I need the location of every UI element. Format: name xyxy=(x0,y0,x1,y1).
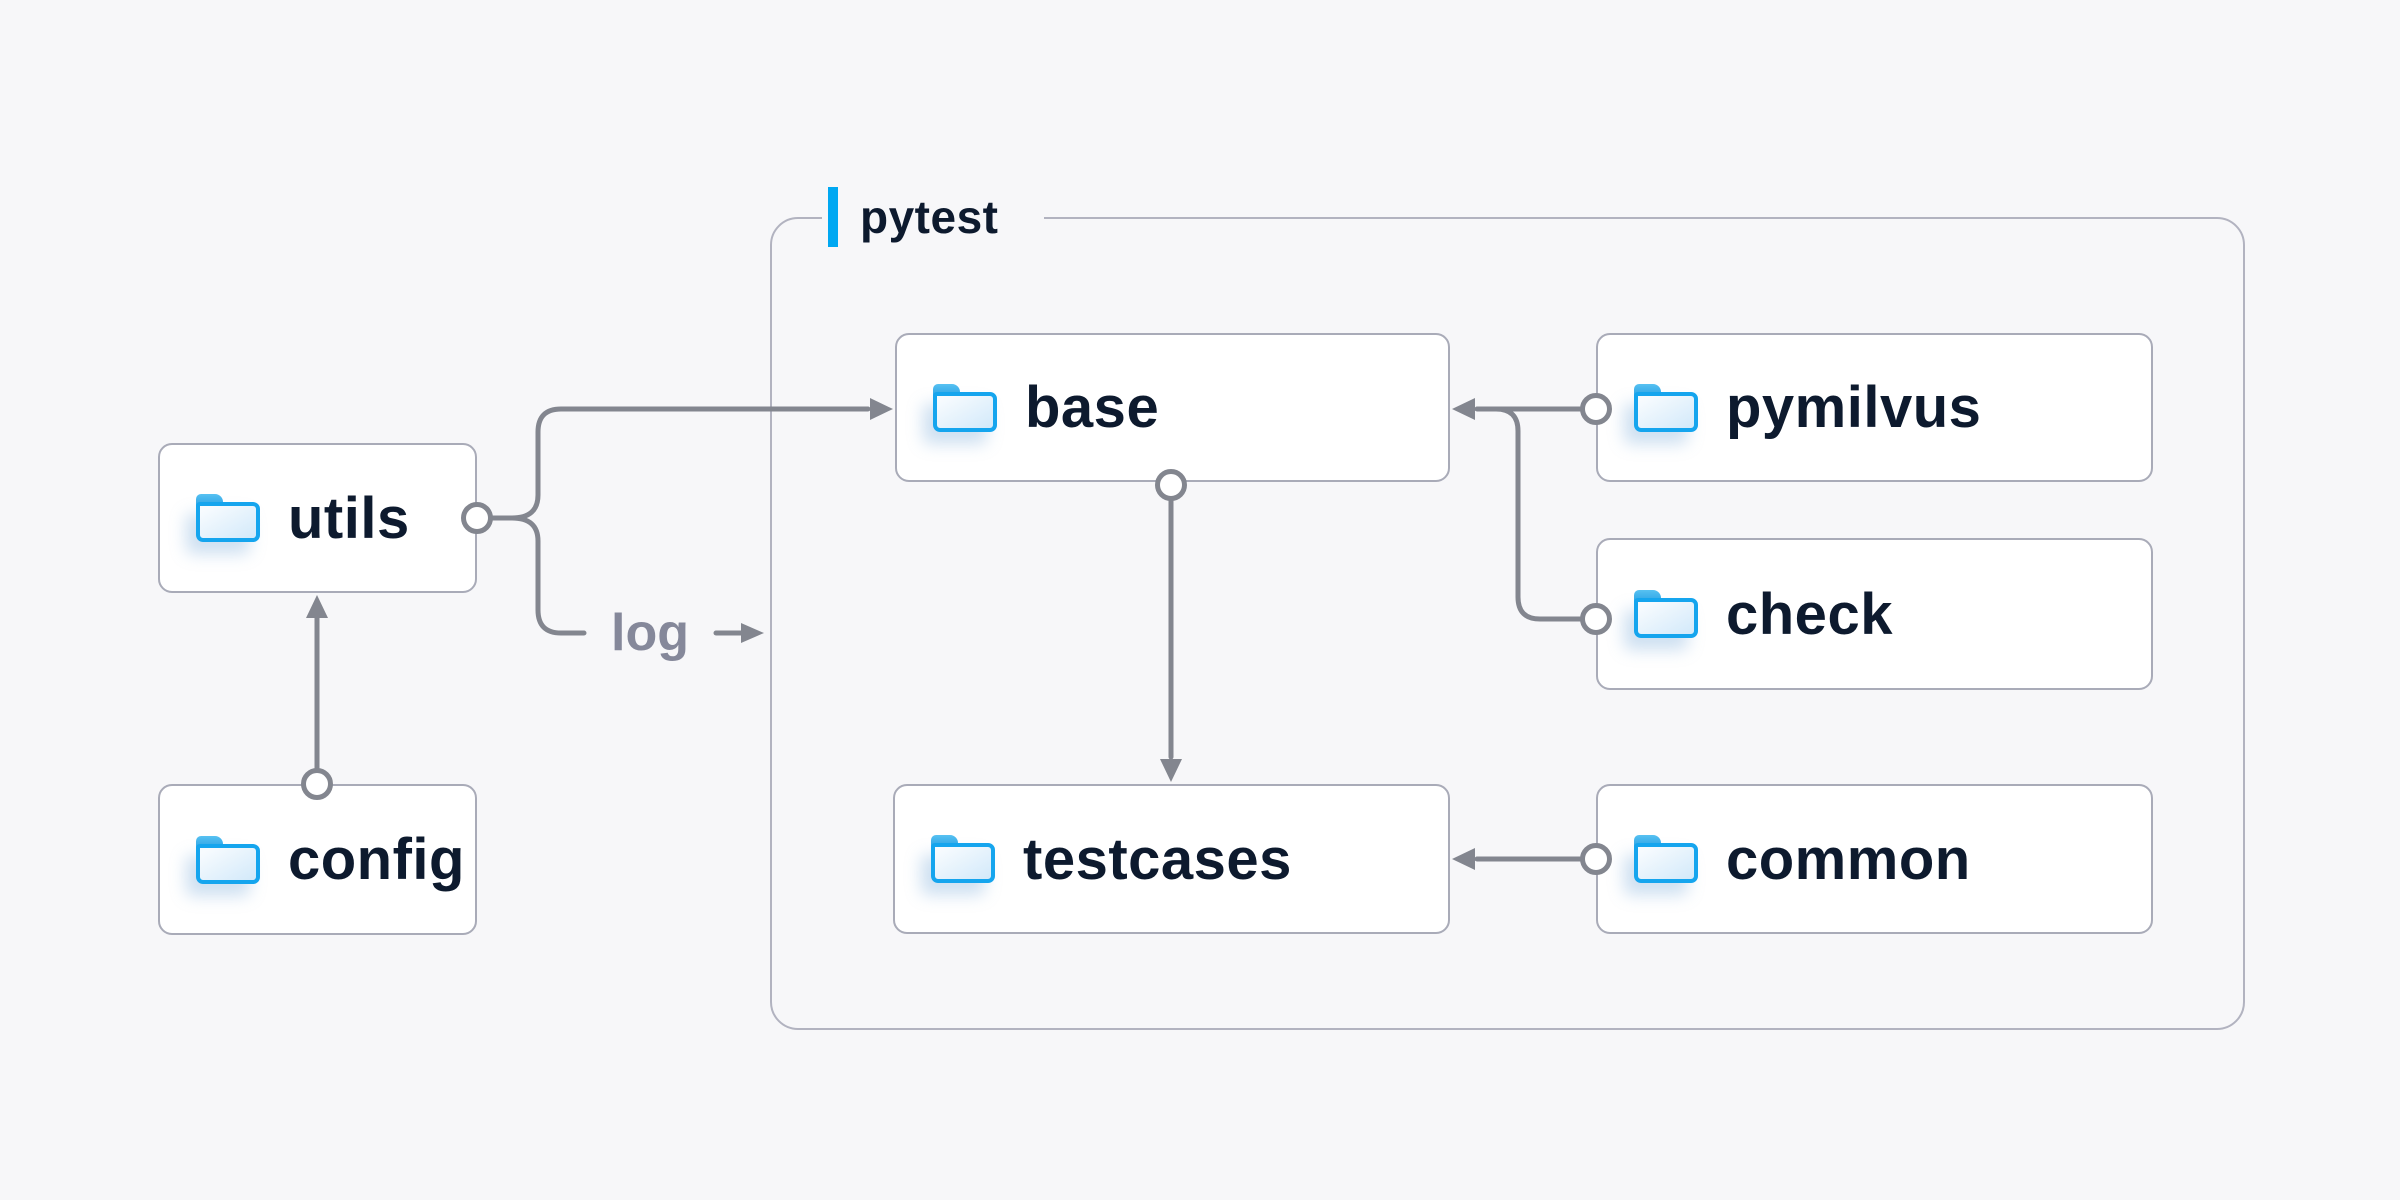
group-accent-bar xyxy=(828,187,838,247)
node-label: base xyxy=(1025,375,1160,440)
node-label: common xyxy=(1726,826,1971,892)
node-utils: utils xyxy=(158,443,477,593)
folder-icon xyxy=(1634,590,1698,638)
arrowhead-into-utils xyxy=(306,595,328,618)
node-pymilvus: pymilvus xyxy=(1596,333,2153,482)
folder-icon xyxy=(196,494,260,542)
node-label: check xyxy=(1726,581,1893,647)
folder-icon xyxy=(196,835,260,884)
node-testcases: testcases xyxy=(893,784,1450,934)
node-label: utils xyxy=(288,485,410,551)
node-config: config xyxy=(158,784,477,935)
pytest-group-label: pytest xyxy=(822,187,1045,247)
folder-icon xyxy=(931,835,995,883)
edge-label-log: log xyxy=(611,604,689,662)
folder-icon xyxy=(1634,835,1698,883)
pytest-group-container xyxy=(770,217,2245,1030)
node-label: config xyxy=(288,827,465,892)
node-label: pymilvus xyxy=(1726,375,1982,440)
folder-icon xyxy=(933,383,997,432)
node-base: base xyxy=(895,333,1450,482)
node-common: common xyxy=(1596,784,2153,934)
group-title: pytest xyxy=(860,191,999,243)
node-check: check xyxy=(1596,538,2153,690)
node-label: testcases xyxy=(1023,826,1292,892)
edge-utils-log xyxy=(509,515,587,636)
folder-icon xyxy=(1634,383,1698,432)
arrowhead-log xyxy=(741,623,764,643)
